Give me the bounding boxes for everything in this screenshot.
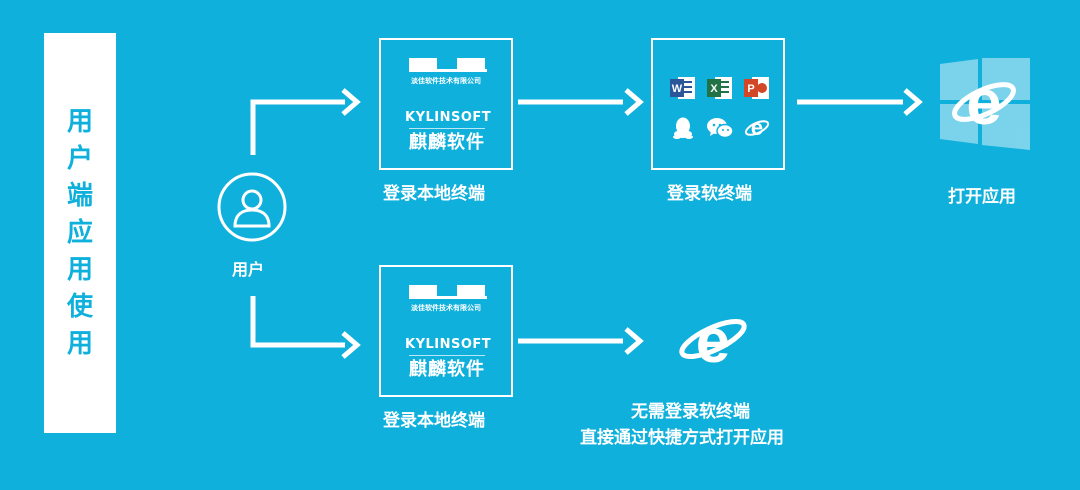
company-name-small: 淡佳软件技术有限公司 [411,77,481,85]
direct-open-caption-line2: 直接通过快捷方式打开应用 [580,428,784,448]
qq-icon [673,117,694,139]
word-icon: W [670,77,696,99]
arrowhead [341,88,361,116]
svg-text:X: X [710,83,718,95]
brand-name: KYLINSOFT [405,110,492,125]
svg-text:e: e [751,116,763,140]
ie-icon: e [679,307,747,372]
user-icon [217,172,287,242]
soft-terminal-box: W X P [651,38,785,170]
svg-text:W: W [672,83,683,95]
side-title-panel: 用 户 端 应 用 使 用 [44,33,116,433]
side-title-char: 用 [66,328,93,359]
brand-name: KYLINSOFT [405,337,492,352]
arrowhead [624,88,644,116]
side-title-char: 用 [66,106,93,137]
side-title-char: 使 [66,291,93,322]
brand-divider [409,355,485,356]
arrowhead [903,88,923,116]
brand-divider [409,128,485,129]
soft-terminal-caption: 登录软终端 [667,184,752,204]
wechat-icon [706,118,734,139]
excel-icon: X [706,77,732,99]
side-title-char: 户 [66,143,93,174]
brand-name-cn: 麒麟软件 [409,132,485,153]
side-title-char: 端 [66,180,93,211]
direct-open-caption-line1: 无需登录软终端 [631,402,750,422]
local-terminal-box: 淡佳软件技术有限公司 KYLINSOFT 麒麟软件 [379,38,513,170]
user-label: 用户 [232,260,265,279]
kylin-logo-mark [409,58,487,72]
svg-text:e: e [966,66,1002,138]
kylin-logo-mark [409,285,487,299]
svg-text:e: e [696,307,730,372]
connector-user-to-top-terminal [250,99,345,155]
side-title-char: 应 [66,217,93,248]
arrowhead [624,327,644,355]
local-terminal-caption: 登录本地终端 [383,411,485,431]
connector-user-to-bottom-terminal [250,296,345,348]
company-name-small: 淡佳软件技术有限公司 [411,304,481,312]
side-title-char: 用 [66,254,93,285]
arrowhead [341,331,361,359]
ie-icon: e [744,116,769,140]
svg-text:P: P [747,83,754,95]
windows-ie-icon: e [940,58,1030,150]
local-terminal-box: 淡佳软件技术有限公司 KYLINSOFT 麒麟软件 [379,265,513,397]
brand-name-cn: 麒麟软件 [409,359,485,380]
powerpoint-icon: P [743,77,769,99]
local-terminal-caption: 登录本地终端 [383,184,485,204]
open-app-caption: 打开应用 [948,187,1016,207]
